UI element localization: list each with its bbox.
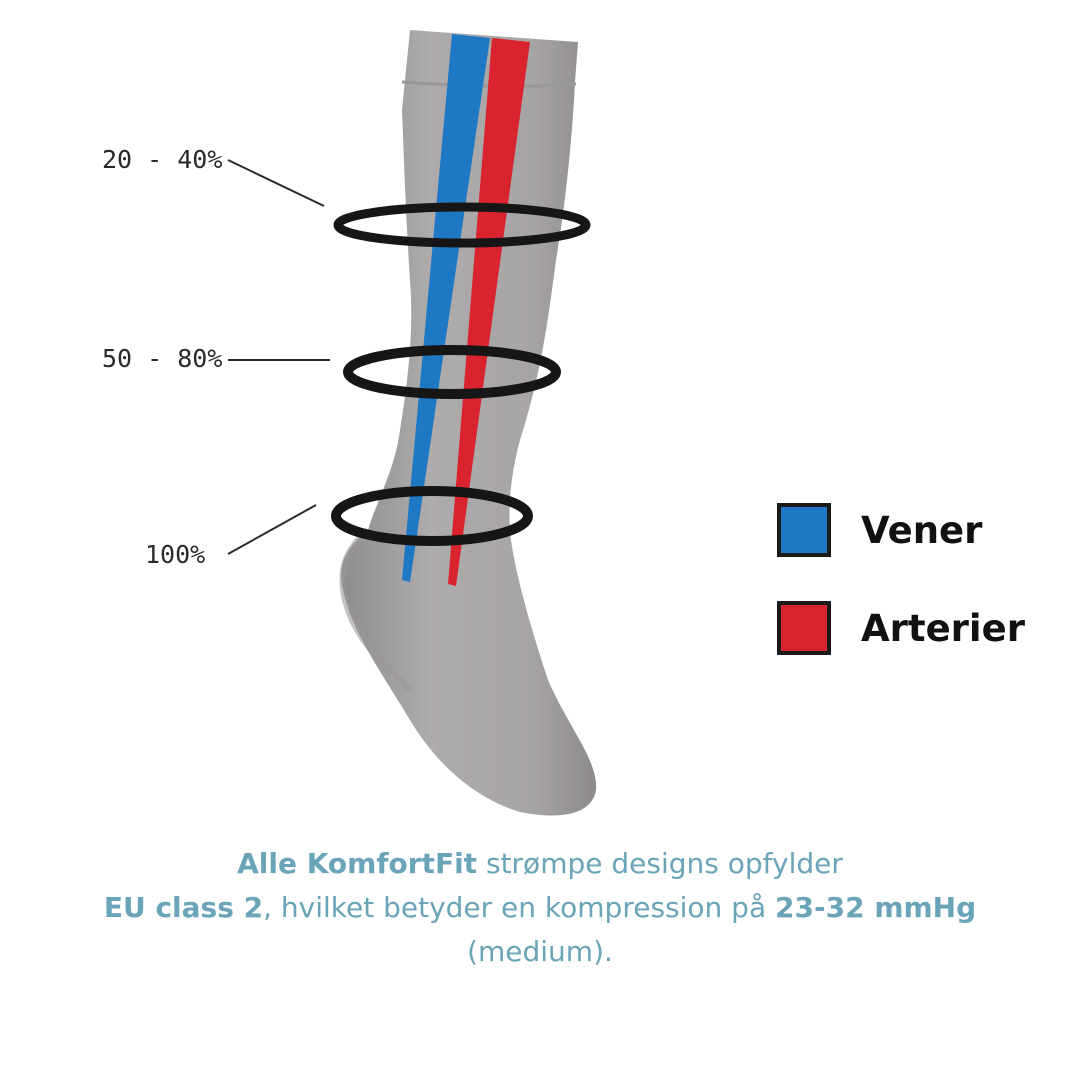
legend-swatch-blue <box>777 503 831 557</box>
caption-line-1: Alle KomfortFit strømpe designs opfylder <box>0 842 1080 886</box>
legend-swatch-red <box>777 601 831 655</box>
compression-label-middle: 50 - 80% <box>102 344 223 373</box>
legend-item-vener: Vener <box>777 503 982 557</box>
caption-class: EU class 2 <box>103 891 264 924</box>
compression-ring-bottom <box>331 486 533 546</box>
caption-line-2: EU class 2, hvilket betyder en kompressi… <box>0 886 1080 930</box>
leader-line-bottom <box>227 504 317 555</box>
sock-heel <box>339 527 413 693</box>
artery-stripe <box>448 38 530 586</box>
leader-line-top <box>227 159 325 207</box>
compression-label-bottom: 100% <box>145 540 206 569</box>
vein-stripe <box>402 34 490 582</box>
compression-label-top: 20 - 40% <box>102 145 223 174</box>
caption-line-3: (medium). <box>467 935 613 968</box>
caption-pressure: 23-32 mmHg <box>775 891 977 924</box>
legend-item-arterier: Arterier <box>777 601 1025 655</box>
compression-ring-top <box>333 202 591 248</box>
legend-label-arterier: Arterier <box>861 606 1025 650</box>
caption-line-2-text: , hvilket betyder en kompression på <box>263 891 776 924</box>
compression-ring-middle <box>343 345 561 399</box>
legend-label-vener: Vener <box>861 508 983 552</box>
caption-brand: Alle KomfortFit <box>237 847 478 880</box>
caption-line-1-text: strømpe designs opfylder <box>477 847 843 880</box>
caption: Alle KomfortFit strømpe designs opfylder… <box>0 842 1080 974</box>
